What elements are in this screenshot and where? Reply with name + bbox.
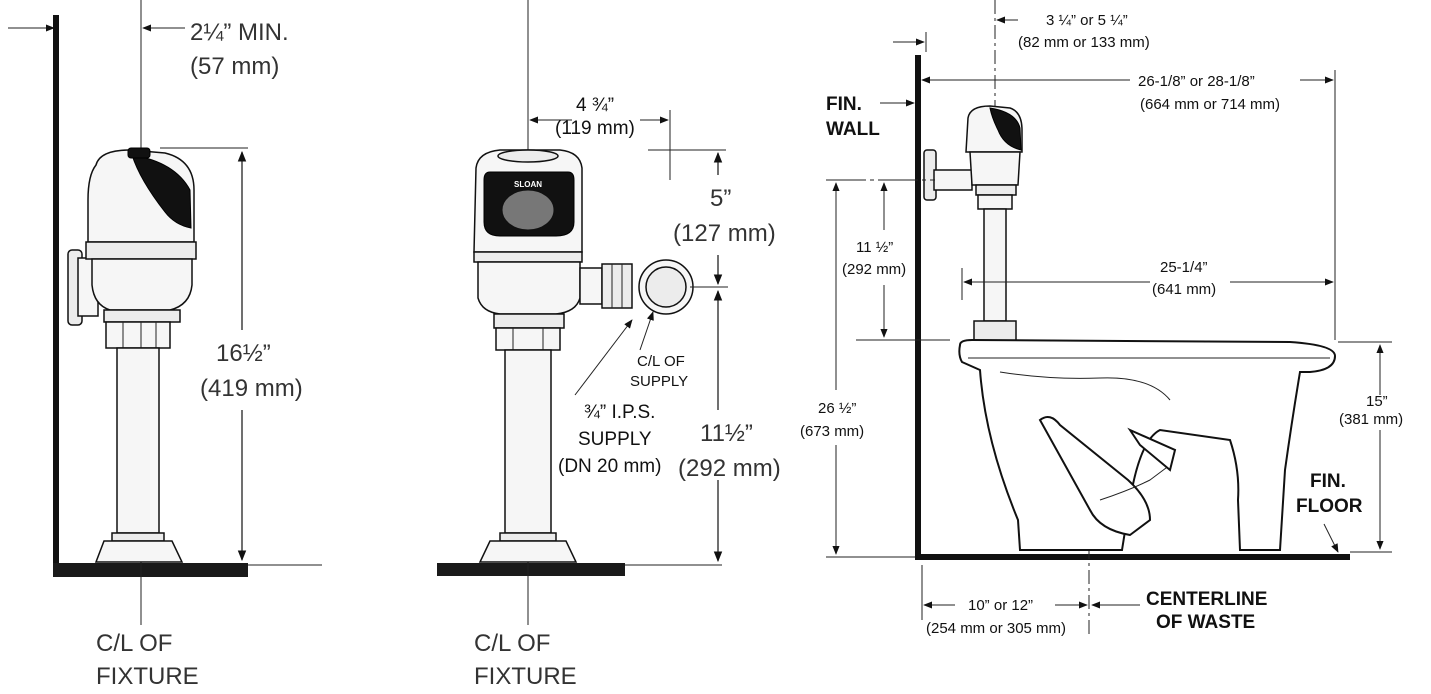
fin-floor-leader bbox=[1323, 523, 1339, 553]
vacuum-breaker bbox=[105, 321, 171, 349]
ips-label-1: ¾” I.P.S. bbox=[584, 402, 655, 423]
front-spud-nut bbox=[499, 532, 557, 542]
height-mm-label: (419 mm) bbox=[200, 375, 303, 402]
fixture-cl-label-2: FIXTURE bbox=[96, 663, 199, 690]
brand-logo: SLOAN bbox=[514, 180, 542, 189]
trap-line bbox=[1099, 464, 1171, 501]
flush-valve-side bbox=[67, 147, 197, 563]
ips-label-2: SUPPLY bbox=[578, 429, 652, 450]
installed-body bbox=[969, 151, 1021, 186]
waste-label-1: CENTERLINE bbox=[1146, 589, 1267, 610]
installed-supply-pipe bbox=[933, 169, 973, 191]
min-offset-mm-label: (57 mm) bbox=[190, 53, 279, 80]
height2-label: 11½” bbox=[700, 420, 753, 447]
installed-vb bbox=[977, 194, 1013, 210]
bowl-inner-line bbox=[999, 371, 1171, 401]
rough-in-mm-label: (254 mm or 305 mm) bbox=[926, 620, 1066, 637]
cover-base bbox=[85, 241, 197, 260]
fin-floor-label-2: FLOOR bbox=[1296, 496, 1363, 517]
front-spud-coupling bbox=[478, 540, 578, 563]
height-label: 16½” bbox=[216, 340, 271, 367]
top-offset-label: 3 ¼” or 5 ¼” bbox=[1046, 12, 1128, 29]
view-installation: 3 ¼” or 5 ¼” (82 mm or 133 mm) 26-1/8” o… bbox=[800, 0, 1403, 637]
tube-height-label: 11 ½” bbox=[856, 239, 893, 256]
ips-label-3: (DN 20 mm) bbox=[558, 456, 661, 477]
installed-flush-valve bbox=[923, 105, 1023, 342]
tube-height-mm-label: (292 mm) bbox=[842, 261, 906, 278]
flush-valve-front: SLOAN bbox=[473, 149, 694, 563]
supply-cl-leader bbox=[639, 311, 654, 351]
sensor-window bbox=[131, 154, 192, 229]
rise-label: 5” bbox=[710, 185, 731, 212]
front-nut bbox=[493, 313, 565, 329]
height2-mm-label: (292 mm) bbox=[678, 455, 781, 482]
bowl-depth-label: 25-1/4” bbox=[1160, 259, 1208, 276]
width-label: 4 ¾” bbox=[576, 95, 614, 116]
front-vacuum-breaker bbox=[495, 327, 561, 351]
fin-floor-label-1: FIN. bbox=[1310, 471, 1346, 492]
supply-cl-label-1: C/L OF bbox=[637, 353, 685, 370]
total-height-label: 26 ½” bbox=[818, 400, 856, 417]
view-side: 2¼” MIN. (57 mm) 16½” (419 mm) C/L OF FI… bbox=[8, 0, 322, 690]
front-body bbox=[477, 261, 581, 315]
installed-sensor bbox=[989, 107, 1022, 151]
rise-mm-label: (127 mm) bbox=[673, 220, 776, 247]
supply-stop-body bbox=[601, 263, 633, 309]
fixture-cl-front-label-2: FIXTURE bbox=[474, 663, 577, 690]
front-button bbox=[497, 149, 559, 163]
front-flush-tube bbox=[504, 349, 552, 534]
supply-stop-face bbox=[645, 266, 687, 308]
installed-spud bbox=[973, 320, 1017, 342]
spud-nut bbox=[111, 532, 165, 542]
trapway bbox=[1038, 415, 1152, 537]
view-front: SLOAN 4 ¾” (119 mm) 5” (127 bbox=[437, 0, 781, 690]
installed-tube bbox=[983, 208, 1007, 322]
min-offset-label: 2¼” MIN. bbox=[190, 19, 289, 46]
spud-coupling bbox=[94, 540, 184, 563]
supply-stop-nut bbox=[579, 267, 603, 305]
body-nut bbox=[103, 309, 181, 323]
rough-in-label: 10” or 12” bbox=[968, 597, 1033, 614]
front-cover-base bbox=[473, 251, 583, 263]
overall-mm-label: (664 mm or 714 mm) bbox=[1140, 96, 1280, 113]
fin-wall-label-1: FIN. bbox=[826, 94, 862, 115]
supply-cl-label-2: SUPPLY bbox=[630, 373, 688, 390]
finished-floor-front bbox=[437, 563, 625, 576]
toilet-bowl bbox=[958, 338, 1337, 551]
jet-outlet bbox=[1127, 427, 1177, 472]
overall-label: 26-1/8” or 28-1/8” bbox=[1138, 73, 1255, 90]
bowl-depth-mm-label: (641 mm) bbox=[1152, 281, 1216, 298]
fixture-cl-front-label-1: C/L OF bbox=[474, 630, 550, 657]
valve-body bbox=[91, 258, 193, 311]
finished-floor bbox=[53, 563, 248, 577]
sensor-eye bbox=[501, 189, 555, 231]
override-button bbox=[127, 147, 151, 159]
fin-wall-label-2: WALL bbox=[826, 119, 880, 140]
bowl-outline bbox=[958, 338, 1337, 551]
fixture-cl-label-1: C/L OF bbox=[96, 630, 172, 657]
width-mm-label: (119 mm) bbox=[555, 118, 635, 139]
top-offset-mm-label: (82 mm or 133 mm) bbox=[1018, 34, 1150, 51]
rim-height-mm-label: (381 mm) bbox=[1339, 411, 1403, 428]
total-height-mm-label: (673 mm) bbox=[800, 423, 864, 440]
installed-nut bbox=[975, 184, 1017, 196]
supply-ips-leader bbox=[574, 319, 633, 396]
waste-label-2: OF WASTE bbox=[1156, 612, 1255, 633]
rim-height-label: 15” bbox=[1366, 393, 1388, 410]
flush-tube bbox=[116, 347, 160, 534]
